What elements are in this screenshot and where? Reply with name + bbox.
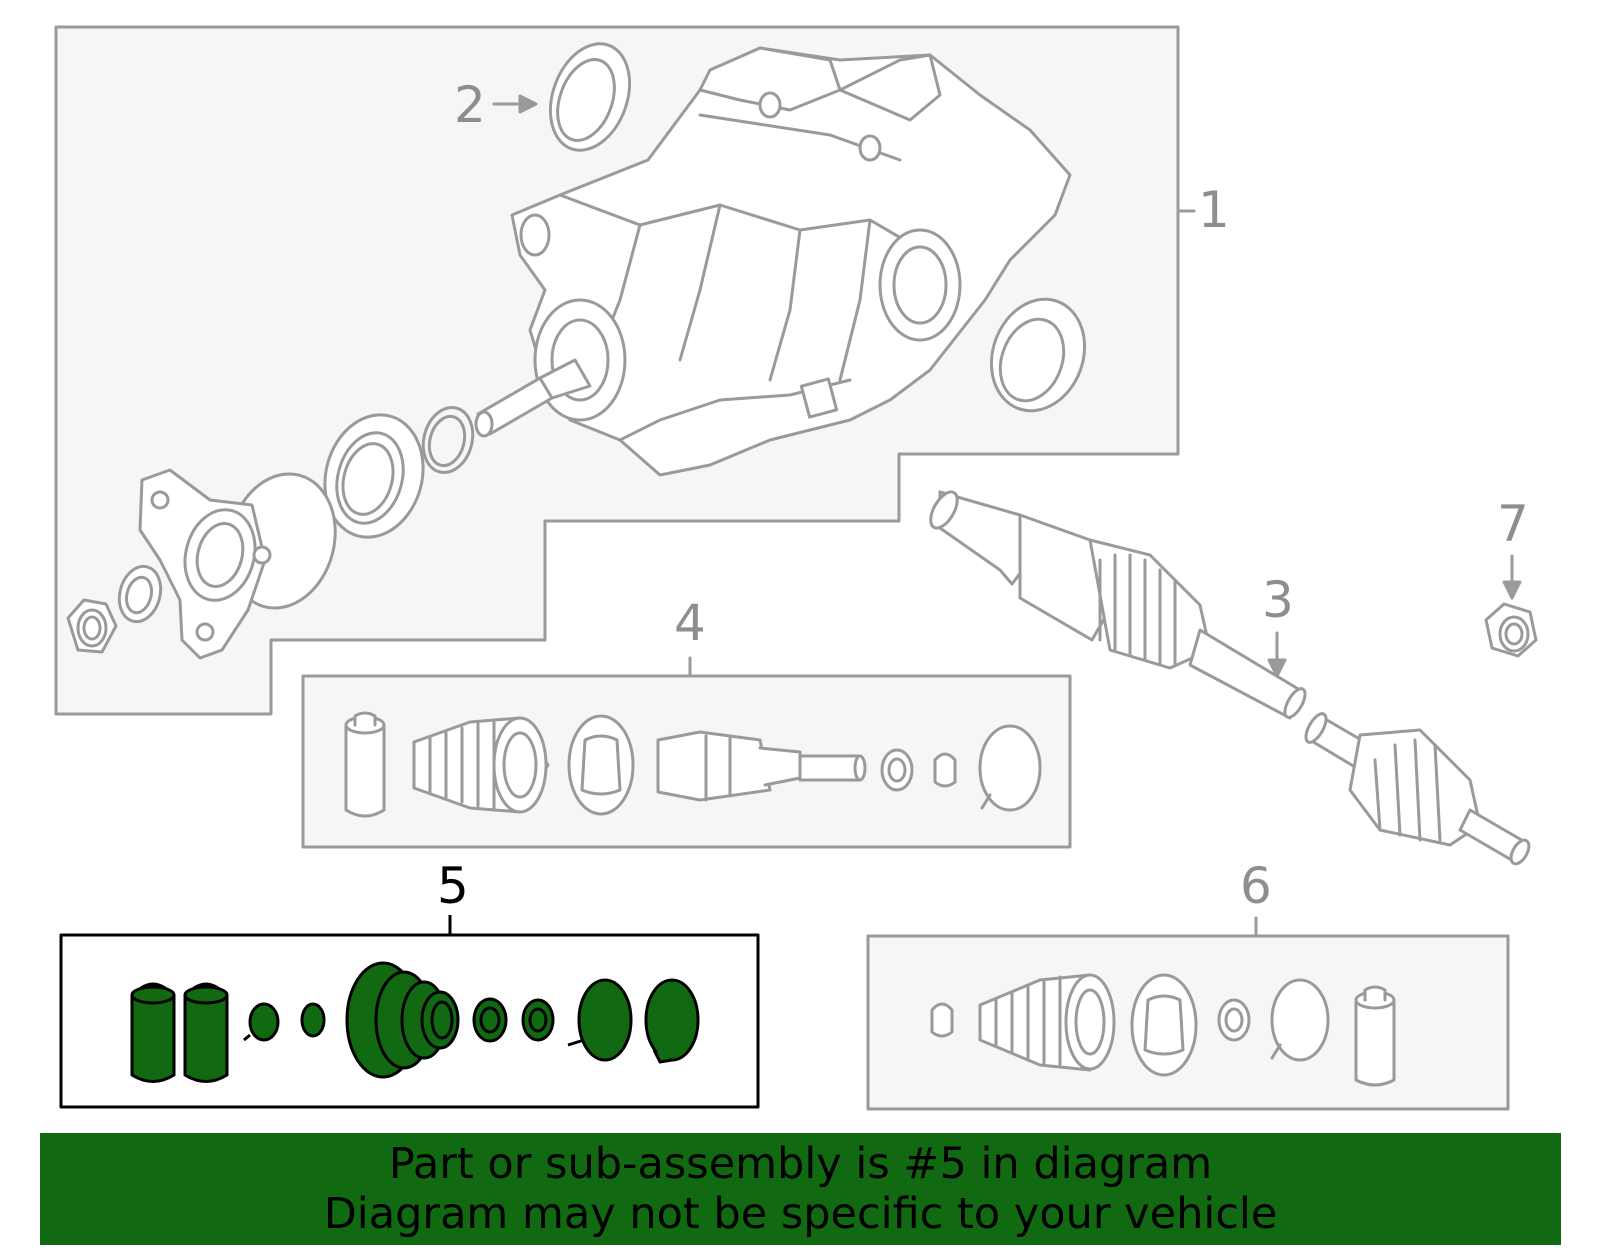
callout-6: 6 bbox=[1240, 857, 1272, 915]
group-5-parts bbox=[130, 961, 700, 1083]
axle-nut-7 bbox=[1484, 602, 1538, 658]
pinion-shaft bbox=[474, 358, 592, 438]
callout-5: 5 bbox=[437, 857, 469, 915]
callout-7: 7 bbox=[1497, 495, 1529, 553]
group-4-parts bbox=[344, 711, 1042, 818]
banner-line-1: Part or sub-assembly is #5 in diagram bbox=[388, 1139, 1213, 1189]
pinion-nut bbox=[66, 598, 118, 654]
pinion-seal bbox=[323, 413, 425, 539]
callout-3: 3 bbox=[1262, 571, 1294, 629]
companion-flange bbox=[138, 468, 337, 660]
group-6-parts bbox=[930, 973, 1396, 1087]
callout-1: 1 bbox=[1198, 181, 1230, 239]
callout-4: 4 bbox=[674, 594, 706, 652]
seal-ring-2 bbox=[548, 42, 632, 152]
side-seal bbox=[989, 297, 1087, 413]
washer bbox=[117, 564, 163, 624]
info-banner: Part or sub-assembly is #5 in diagram Di… bbox=[40, 1133, 1561, 1245]
callout-2: 2 bbox=[454, 76, 486, 134]
axle-shaft bbox=[929, 490, 1531, 866]
banner-line-2: Diagram may not be specific to your vehi… bbox=[323, 1189, 1278, 1239]
o-ring bbox=[421, 406, 475, 474]
